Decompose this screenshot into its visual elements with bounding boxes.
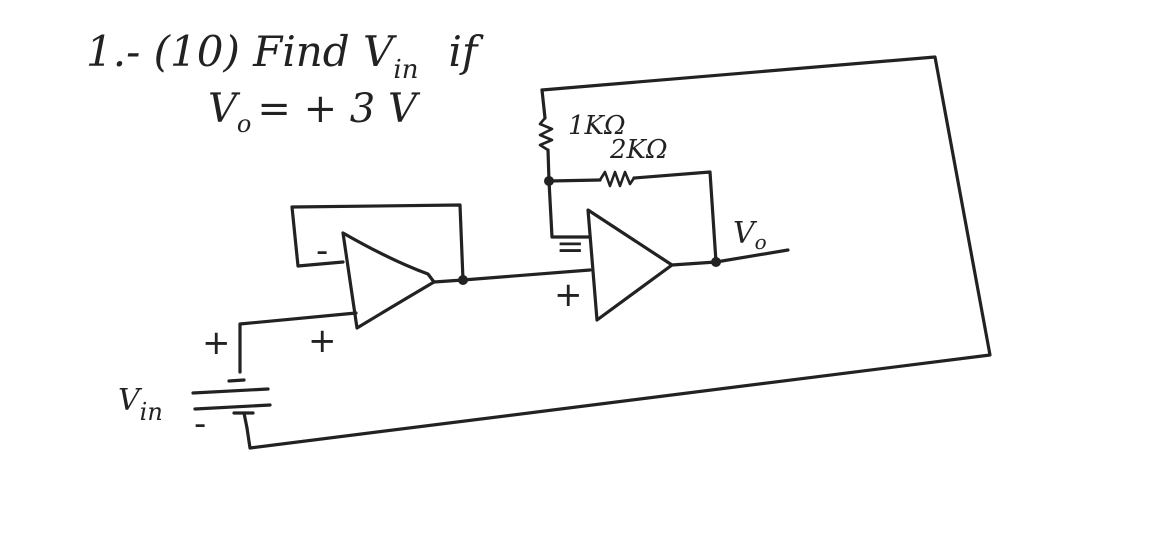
outer-loop-wire <box>245 55 992 450</box>
r1-resistor <box>538 116 554 152</box>
problem-title-main: 1.- (10) Find V <box>86 27 397 76</box>
amp-inverting-sign: = <box>556 227 585 267</box>
condition-rest: = + 3 V <box>257 86 421 132</box>
amp-noninverting-sign: + <box>554 275 583 315</box>
r2-label: 2KΩ <box>609 135 668 165</box>
condition-var: V <box>208 86 241 132</box>
buffer-noninverting-sign: + <box>308 321 337 361</box>
opamp2-output-wire <box>670 248 790 267</box>
opamp1-feedback-loop <box>290 203 465 282</box>
output-label: Vo <box>733 216 767 254</box>
inverting-input-wire <box>547 179 592 239</box>
output-label-var: V <box>733 216 758 251</box>
battery-plate-long1 <box>191 387 270 395</box>
r1-label: 1KΩ <box>568 111 626 141</box>
problem-title-sub: in <box>393 55 418 85</box>
output-node <box>711 257 721 267</box>
source-label: Vin <box>118 383 163 426</box>
condition-sub: o <box>237 110 251 138</box>
source-label-var: V <box>118 383 143 418</box>
opamp2-body <box>586 208 674 322</box>
problem-condition: Vo= + 3 V <box>208 86 421 138</box>
r2-right-wire <box>632 170 718 264</box>
r2-resistor <box>598 170 636 188</box>
source-positive-wire <box>238 311 358 374</box>
source-label-sub: in <box>140 398 163 426</box>
buffer-inverting-sign: - <box>316 231 328 271</box>
source-positive-sign: + <box>202 323 231 363</box>
r1-bottom-wire <box>546 148 551 183</box>
output-label-sub: o <box>755 230 767 254</box>
interstage-wire <box>461 268 592 282</box>
source-negative-lead <box>242 411 249 430</box>
problem-title-tail: if <box>448 27 483 76</box>
battery-plate-long2 <box>193 403 272 411</box>
r1-top-wire <box>540 88 547 120</box>
r2-left-wire <box>547 178 602 183</box>
battery-plate-top <box>227 378 246 383</box>
source-negative-sign: - <box>194 404 206 444</box>
